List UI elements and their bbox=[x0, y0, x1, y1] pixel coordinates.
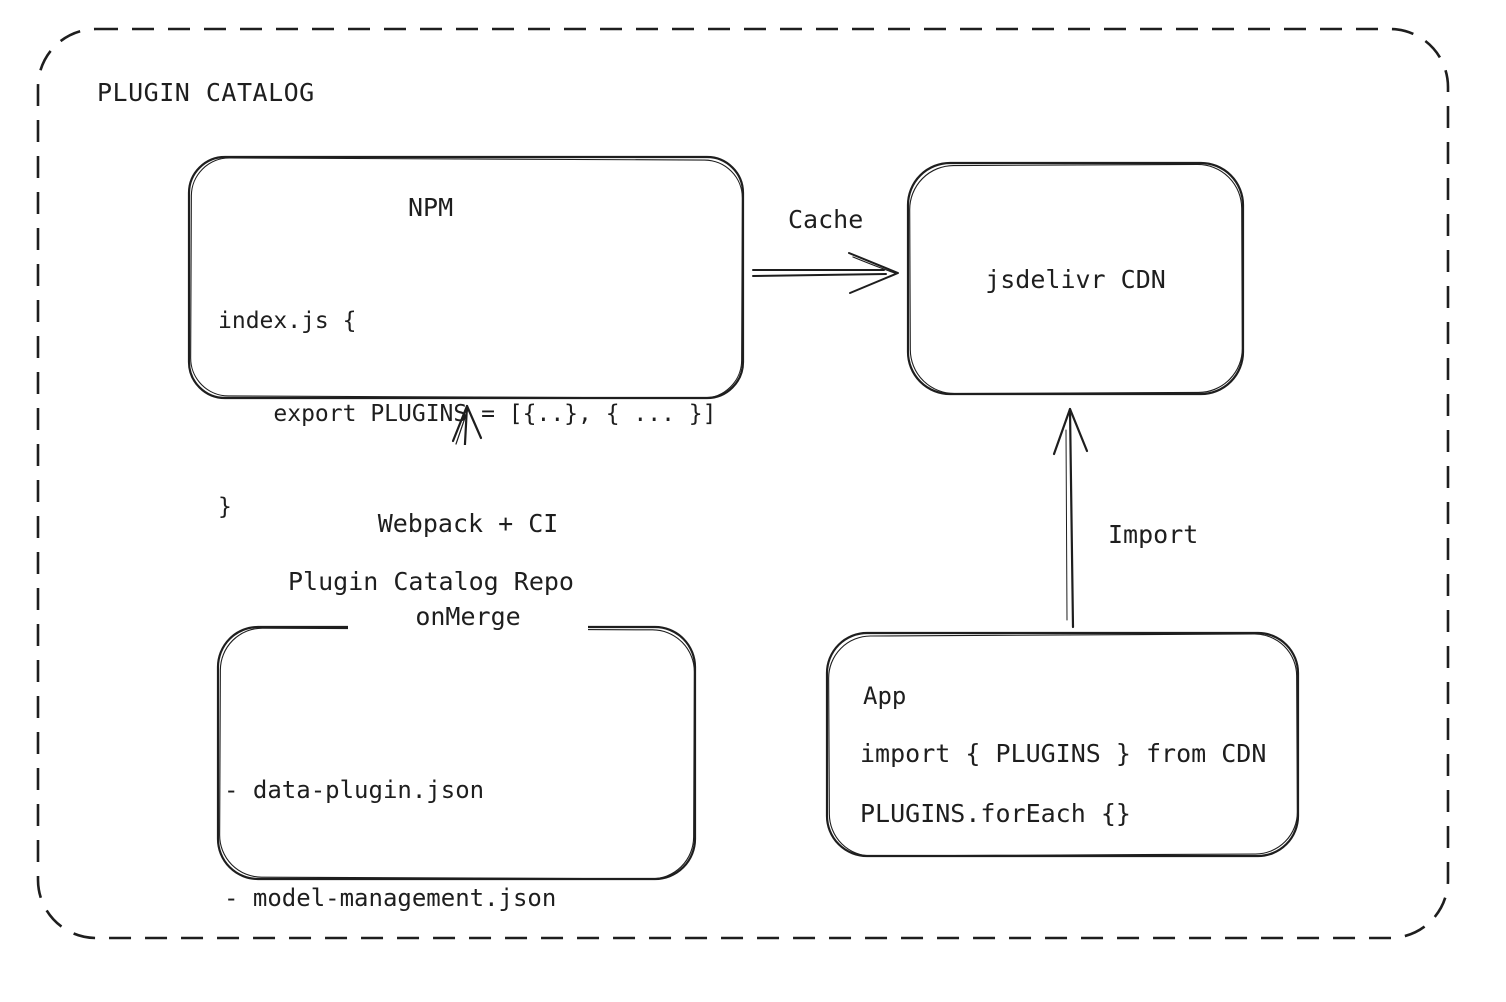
app-box-title: App bbox=[863, 682, 907, 710]
cache-arrow bbox=[752, 252, 899, 294]
cdn-box bbox=[906, 161, 1245, 396]
npm-code-line: export PLUGINS = [{..}, { ... }] bbox=[218, 401, 717, 427]
app-box bbox=[825, 631, 1300, 858]
app-code-line-import: import { PLUGINS } from CDN bbox=[860, 739, 1267, 768]
build-arrow-label-line2: onMerge bbox=[415, 602, 521, 631]
repo-box-title: Plugin Catalog Repo bbox=[288, 567, 574, 596]
app-code-line-foreach: PLUGINS.forEach {} bbox=[860, 799, 1131, 828]
diagram-title: PLUGIN CATALOG bbox=[97, 78, 315, 107]
npm-code-line: index.js { bbox=[218, 308, 357, 334]
repo-file-list: - data-plugin.json - model-management.js… bbox=[224, 700, 556, 1002]
repo-file-item: - model-management.json bbox=[224, 884, 557, 912]
npm-box bbox=[187, 155, 745, 400]
repo-file-item: ... bbox=[224, 988, 556, 1002]
cdn-box-label: jsdelivr CDN bbox=[985, 265, 1166, 294]
build-arrow-label: Webpack + CI onMerge bbox=[348, 445, 588, 697]
plugin-catalog-boundary bbox=[36, 27, 1450, 940]
cache-arrow-label: Cache bbox=[788, 205, 864, 234]
build-arrow-label-line1: Webpack + CI bbox=[377, 509, 559, 538]
npm-code-block: index.js { export PLUGINS = [{..}, { ...… bbox=[218, 244, 717, 585]
import-arrow-label: Import bbox=[1108, 520, 1199, 549]
npm-code-line: } bbox=[218, 494, 232, 520]
import-arrow bbox=[1052, 407, 1089, 629]
repo-file-item: - data-plugin.json bbox=[224, 776, 485, 804]
npm-box-title: NPM bbox=[408, 193, 454, 222]
